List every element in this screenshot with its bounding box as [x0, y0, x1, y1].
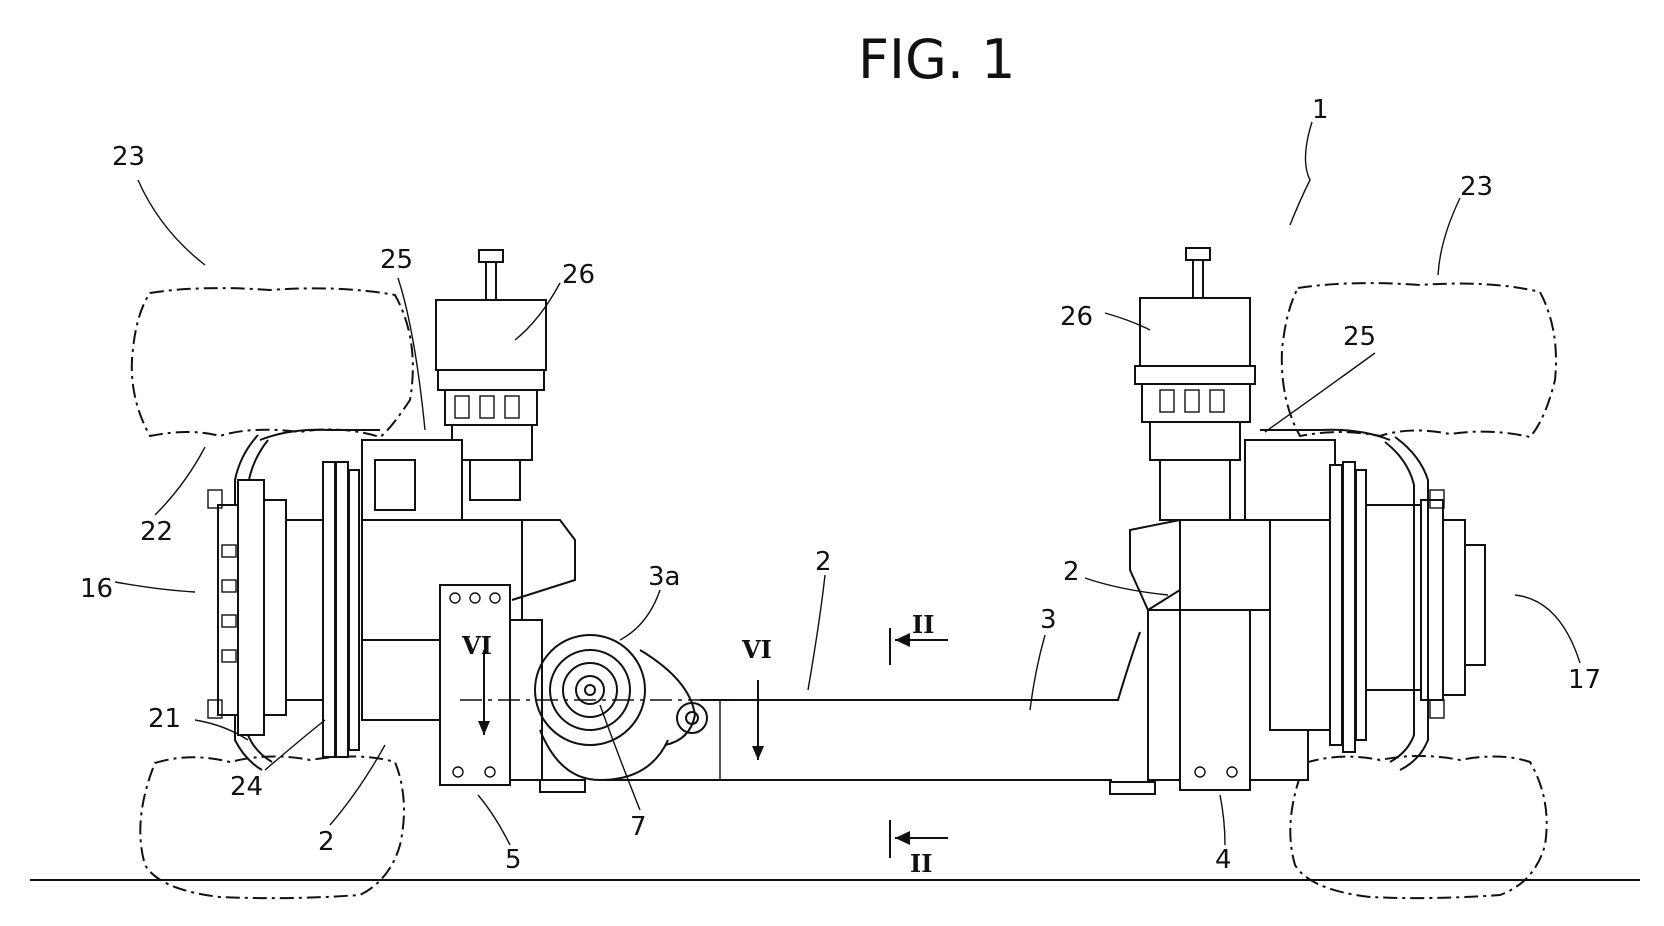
ref-16: 16: [80, 574, 113, 604]
section-mark-VI-right: [735, 680, 780, 760]
section-label-II-bottom: II: [910, 849, 932, 878]
left-upper-tire: [130, 287, 414, 439]
left-wheel-hub: [207, 428, 380, 771]
left-brake-actuator-26: [435, 249, 547, 501]
section-label-VI-right: VI: [741, 635, 772, 664]
section-label-VI-left: VI: [461, 631, 492, 660]
ref-5: 5: [505, 845, 522, 875]
right-upper-tire: [1280, 282, 1557, 439]
ref-17: 17: [1568, 665, 1601, 695]
section-label-II-top: II: [912, 610, 934, 639]
left-spring-3a-7: [534, 634, 708, 782]
ref-26-left: 26: [562, 260, 595, 290]
ref-3a: 3a: [648, 562, 680, 592]
ref-23-left: 23: [112, 142, 145, 172]
ref-25-left: 25: [380, 245, 413, 275]
ref-2-lower-left: 2: [318, 827, 335, 857]
right-wheel-hub: [1244, 428, 1486, 771]
section-mark-VI-left: [478, 650, 490, 735]
ref-2-right: 2: [1063, 557, 1080, 587]
ref-26-right: 26: [1060, 302, 1093, 332]
ref-3: 3: [1040, 605, 1057, 635]
left-lower-tire: [139, 755, 405, 900]
section-mark-II-top: [889, 628, 948, 665]
right-brake-actuator-26: [1134, 247, 1256, 521]
ref-24: 24: [230, 772, 263, 802]
ref-22: 22: [140, 517, 173, 547]
right-lower-tire: [1289, 755, 1548, 900]
left-housing-5: [361, 439, 586, 793]
leader-lines: [114, 121, 1581, 846]
ref-1: 1: [1312, 95, 1329, 125]
axle-beam-3: [460, 631, 1141, 781]
section-mark-II-bottom: [889, 820, 948, 858]
ref-2-center: 2: [815, 547, 832, 577]
ref-25-right: 25: [1343, 322, 1376, 352]
ref-23-right: 23: [1460, 172, 1493, 202]
ref-21: 21: [148, 704, 181, 734]
figure-title: FIG. 1: [858, 28, 1016, 91]
ref-7: 7: [630, 812, 647, 842]
ref-4: 4: [1215, 845, 1232, 875]
